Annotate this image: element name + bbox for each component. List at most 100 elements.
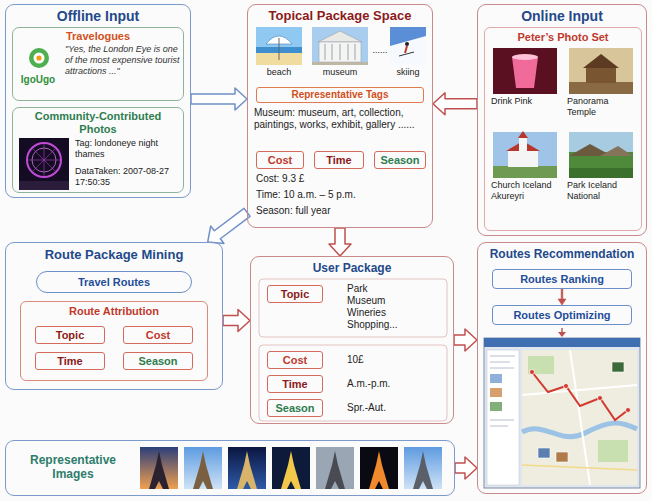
drink-photo — [493, 48, 557, 94]
photo-caption: beach — [256, 67, 302, 78]
box-label: Representative Tags — [257, 88, 423, 102]
flow-arrow — [454, 329, 477, 351]
museum-photo — [318, 31, 362, 42]
representative-photo — [140, 447, 178, 489]
park-photo — [569, 168, 633, 178]
museum-photo — [325, 44, 326, 60]
photo-set: Peter’s Photo SetDrink PinkPanorama Temp… — [484, 27, 642, 231]
skiing-photo — [390, 36, 426, 65]
temple-photo — [586, 68, 616, 83]
box-label: Cost — [257, 152, 303, 168]
map-screenshot — [532, 372, 628, 420]
attribute-box: Season — [267, 399, 323, 417]
box-label: Season — [124, 353, 192, 369]
drink-photo — [493, 48, 557, 94]
park-photo — [569, 132, 633, 178]
skiing-photo — [399, 52, 414, 56]
attribute-box: Time — [314, 151, 364, 169]
attribute-box: Season — [374, 151, 426, 169]
attribute-text: Cost: 9.3 £ — [256, 173, 426, 185]
london-eye-photo — [19, 181, 69, 190]
photo-caption: Panorama Temple — [567, 96, 635, 118]
map-screenshot — [490, 362, 510, 363]
flow-arrow — [223, 309, 250, 331]
representative-photo — [272, 447, 310, 489]
package-panel: Topical Package Spacebeachmuseum......sk… — [247, 4, 433, 228]
group-frame — [259, 279, 447, 421]
attribute-text: 10£ — [347, 354, 437, 366]
drink-photo — [512, 57, 538, 88]
skiing-photo — [390, 27, 426, 65]
map-screenshot — [490, 402, 502, 411]
church-photo — [518, 131, 528, 138]
tag-box: Representative Tags — [256, 87, 424, 103]
map-screenshot — [484, 338, 640, 488]
museum-photo — [340, 44, 341, 60]
museum-photo — [348, 44, 349, 60]
attribute-text: Time: 10 a.m. – 5 p.m. — [256, 189, 426, 201]
map-screenshot — [490, 426, 508, 427]
map-screenshot — [490, 368, 514, 369]
logo-icon — [36, 55, 41, 60]
museum-photo — [312, 62, 368, 65]
box-label: Time — [315, 152, 363, 168]
map-screenshot — [522, 465, 637, 470]
attribute-box: Cost — [123, 326, 193, 344]
london-eye-photo — [32, 148, 56, 172]
map-screenshot — [598, 440, 628, 462]
flow-arrow — [191, 88, 247, 110]
map-screenshot — [487, 350, 519, 485]
london-eye-photo — [19, 138, 69, 190]
london-eye-photo — [19, 138, 69, 190]
map-screenshot — [490, 356, 515, 357]
beach-photo — [279, 38, 280, 60]
box-label: Topic — [268, 286, 322, 302]
attribute-box: Cost — [267, 351, 323, 369]
map-screenshot — [490, 374, 502, 383]
drink-photo — [512, 54, 538, 60]
museum-photo — [312, 27, 368, 65]
flow-arrow — [329, 228, 351, 256]
attribute-group: Route AttributionTopicCostTimeSeason — [20, 301, 208, 381]
map-screenshot — [490, 420, 514, 421]
representative-photo — [184, 447, 222, 489]
process-box: Routes Optimizing — [492, 305, 632, 325]
photo-caption: Tag: londoneye night thames — [75, 138, 179, 160]
representative-photo — [193, 451, 213, 489]
representative-photo — [404, 447, 442, 489]
map-screenshot — [484, 338, 640, 488]
box-label: Season — [375, 152, 425, 168]
london-eye-photo — [32, 148, 56, 172]
recommendation-panel: Routes RecommendationRoutes RankingRoute… — [477, 242, 647, 494]
beach-photo — [256, 27, 302, 65]
attribute-box: Topic — [35, 326, 105, 344]
attribute-box: Topic — [267, 285, 323, 303]
map-screenshot — [528, 356, 554, 374]
map-screenshot — [530, 370, 535, 375]
box-label: Topic — [36, 327, 104, 343]
photo-caption: DataTaken: 2007-08-27 17:50:35 — [75, 166, 179, 188]
flow-arrow — [558, 332, 566, 337]
church-photo — [493, 131, 557, 178]
map-screenshot — [522, 423, 637, 437]
box-label: Season — [268, 400, 322, 416]
representative-photo — [316, 447, 354, 489]
box-heading: Community-Contributed Photos — [17, 110, 179, 136]
skiing-photo — [405, 46, 407, 53]
group-frame — [259, 279, 447, 337]
flow-arrow — [433, 93, 477, 115]
temple-photo — [569, 48, 633, 94]
input-panel: Online InputPeter’s Photo SetDrink PinkP… — [477, 4, 647, 236]
flow-arrow — [208, 208, 250, 243]
attribute-box: Time — [267, 375, 323, 393]
process-box: Routes Ranking — [492, 269, 632, 289]
source-box: TraveloguesIgoUgo"Yes, the London Eye is… — [12, 27, 184, 101]
box-label: Cost — [124, 327, 192, 343]
box-label: Time — [36, 353, 104, 369]
london-eye-photo — [27, 143, 61, 177]
representative-photo — [360, 447, 398, 489]
museum-photo — [332, 44, 333, 60]
park-photo — [569, 132, 633, 178]
panel-title: Offline Input — [6, 8, 190, 25]
